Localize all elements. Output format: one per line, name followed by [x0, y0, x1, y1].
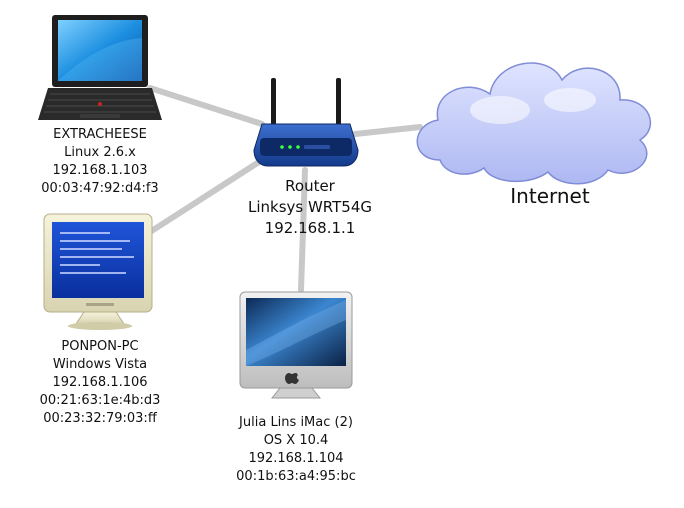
crt-monitor-icon: [43, 213, 153, 330]
laptop-hostname: EXTRACHEESE: [53, 127, 147, 142]
connections: [147, 85, 423, 293]
laptop-label: EXTRACHEESE Linux 2.6.x 192.168.1.103 00…: [14, 126, 186, 198]
link-router-internet: [352, 124, 423, 137]
pc-label: PONPON-PC Windows Vista 192.168.1.106 00…: [14, 338, 186, 428]
pc-mac-1: 00:21:63:1e:4b:d3: [39, 393, 161, 408]
internet-label: Internet: [510, 184, 590, 208]
cloud-highlight: [470, 88, 596, 124]
router-label: Router Linksys WRT54G 192.168.1.1: [220, 176, 400, 239]
link-pc-router: [147, 157, 265, 235]
laptop-os: Linux 2.6.x: [64, 145, 136, 160]
imac-mac: 00:1b:63:a4:95:bc: [236, 469, 356, 484]
pc-os: Windows Vista: [52, 357, 148, 372]
imac-os: OS X 10.4: [263, 433, 329, 448]
link-imac-router: [298, 167, 308, 293]
laptop-icon: [38, 15, 162, 120]
imac-icon: [239, 291, 353, 399]
laptop-mac: 00:03:47:92:d4:f3: [41, 181, 159, 196]
router-model: Linksys WRT54G: [247, 198, 373, 216]
laptop-ip: 192.168.1.103: [52, 163, 148, 178]
imac-hostname: Julia Lins iMac (2): [239, 415, 353, 430]
imac-ip: 192.168.1.104: [248, 451, 344, 466]
router-name: Router: [285, 177, 335, 195]
pc-hostname: PONPON-PC: [61, 339, 139, 354]
imac-label: Julia Lins iMac (2) OS X 10.4 192.168.1.…: [206, 414, 386, 486]
pc-ip: 192.168.1.106: [52, 375, 148, 390]
router-ip: 192.168.1.1: [264, 219, 356, 237]
pc-mac-2: 00:23:32:79:03:ff: [43, 411, 157, 426]
router-icon: [253, 78, 359, 167]
link-laptop-router: [147, 85, 265, 127]
cloud-icon: [416, 62, 651, 185]
